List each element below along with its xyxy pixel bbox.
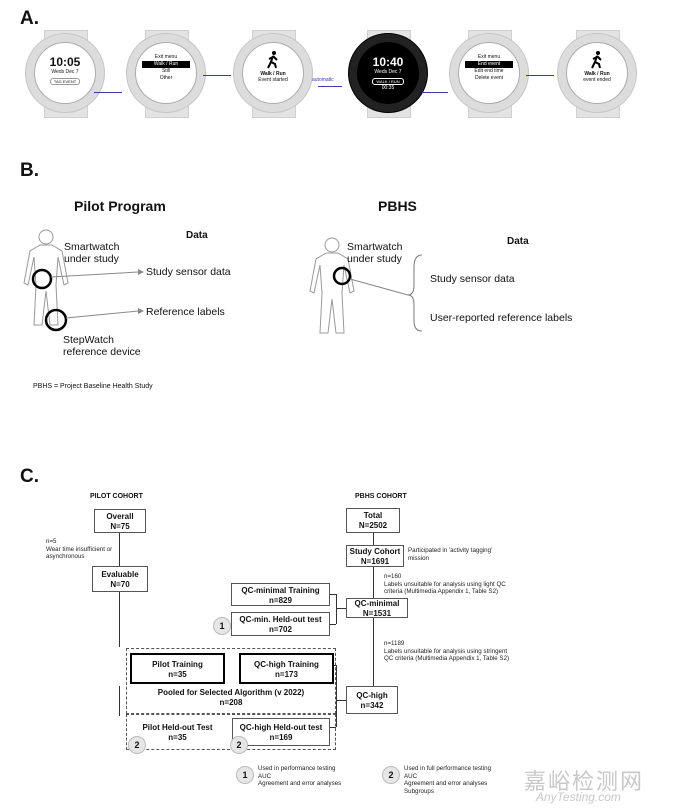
pbhs-smartwatch-label: Smartwatch under study bbox=[347, 241, 403, 265]
event-timer: 00:35 bbox=[381, 85, 395, 91]
legend-1-text: Used in performance testing AUC Agreemen… bbox=[258, 765, 342, 787]
watch-event-ended: Walk / Run event ended bbox=[554, 30, 640, 118]
watermark-en: AnyTesting.com bbox=[536, 790, 621, 804]
smartwatch-marker bbox=[332, 266, 352, 286]
menu-item[interactable]: Exit menu bbox=[154, 54, 178, 60]
activity-label: Walk / Run bbox=[260, 71, 286, 77]
exclusion-note-light-qc: n=160 Labels unsuitable for analysis usi… bbox=[384, 573, 506, 595]
pilot-data-header: Data bbox=[186, 230, 208, 241]
pilot-smartwatch-label: Smartwatch under study bbox=[64, 241, 120, 265]
study-cohort-note: Participated in 'activity tagging' missi… bbox=[408, 547, 493, 562]
human-figure-icon bbox=[23, 229, 69, 326]
legend-2-text: Used in full performance testing AUC Agr… bbox=[404, 765, 492, 795]
badge-1: 1 bbox=[213, 617, 231, 635]
arrow-4 bbox=[422, 92, 448, 93]
pilot-reference-labels: Reference labels bbox=[146, 306, 225, 318]
pbhs-reference-labels: User-reported reference labels bbox=[430, 312, 573, 324]
legend-badge-1: 1 bbox=[236, 766, 254, 784]
pilot-sensor-data: Study sensor data bbox=[146, 266, 231, 278]
menu-item[interactable]: Delete event bbox=[474, 75, 504, 81]
watermark-cn: 嘉峪检测网 bbox=[524, 770, 645, 795]
arrow-5 bbox=[526, 75, 554, 76]
badge-2: 2 bbox=[128, 736, 146, 754]
pbhs-sensor-data: Study sensor data bbox=[430, 273, 515, 285]
event-status: Event started bbox=[258, 77, 288, 83]
arrow-3 bbox=[318, 86, 342, 87]
menu-item[interactable]: Exit menu bbox=[477, 54, 501, 60]
section-b-label: B. bbox=[20, 160, 39, 181]
pooled-region bbox=[126, 648, 336, 714]
pbhs-footnote: PBHS = Project Baseline Health Study bbox=[33, 383, 153, 390]
section-a-label: A. bbox=[20, 8, 39, 29]
arrow-2 bbox=[203, 75, 231, 76]
pilot-figure bbox=[23, 229, 144, 332]
pilot-cohort-header: PILOT COHORT bbox=[90, 493, 143, 500]
walking-person-icon bbox=[591, 51, 602, 69]
pbhs-cohort-header: PBHS COHORT bbox=[355, 493, 407, 500]
watch-menu-end: Exit menu End event Edit end time Delete… bbox=[446, 30, 532, 118]
watch-running: 10:40 Weds Dec 7 WALK / RUN 00:35 bbox=[345, 30, 431, 118]
watch-date: Weds Dec 7 bbox=[374, 69, 402, 75]
watch-time: 10:40 bbox=[372, 55, 404, 69]
brace bbox=[407, 254, 423, 332]
pbhs-title: PBHS bbox=[378, 198, 417, 214]
stepwatch-marker bbox=[44, 308, 68, 332]
automatic-label: automatic bbox=[312, 77, 334, 83]
pbhs-data-header: Data bbox=[507, 236, 529, 247]
legend-badge-2: 2 bbox=[382, 766, 400, 784]
pooled-label: Pooled for Selected Algorithm (v 2022)n=… bbox=[157, 688, 305, 707]
walk-run-button[interactable]: WALK / RUN bbox=[372, 78, 404, 85]
watch-time: 10:05 bbox=[49, 55, 81, 69]
watch-tag-event: 10:05 Weds Dec 7 TAG EVENT bbox=[22, 30, 108, 118]
smartwatch-marker bbox=[31, 268, 53, 290]
watch-menu-start: Exit menu Walk / Run Still Other bbox=[123, 30, 209, 118]
menu-item[interactable]: Edit end time bbox=[474, 68, 504, 74]
walking-person-icon bbox=[267, 51, 278, 69]
arrow-1 bbox=[94, 92, 122, 93]
activity-label: Walk / Run bbox=[584, 71, 610, 77]
menu-item[interactable]: Still bbox=[161, 68, 171, 74]
menu-item-selected[interactable]: Walk / Run bbox=[142, 61, 190, 68]
event-status: event ended bbox=[583, 77, 611, 83]
tag-event-button[interactable]: TAG EVENT bbox=[49, 78, 81, 85]
human-figure-icon bbox=[309, 237, 355, 334]
exclusion-note-pilot: n=5 Wear time insufficient or asynchrono… bbox=[46, 538, 113, 560]
menu-item-selected[interactable]: End event bbox=[465, 61, 513, 68]
section-c-label: C. bbox=[20, 466, 39, 487]
stepwatch-label: StepWatch reference device bbox=[63, 334, 141, 358]
exclusion-note-stringent-qc: n=1189 Labels unsuitable for analysis us… bbox=[384, 640, 510, 662]
watch-date: Weds Dec 7 bbox=[51, 69, 79, 75]
pilot-program-title: Pilot Program bbox=[74, 198, 166, 214]
menu-item[interactable]: Other bbox=[159, 75, 173, 81]
pbhs-figure bbox=[309, 237, 423, 334]
badge-2: 2 bbox=[230, 736, 248, 754]
watch-event-started: Walk / Run Event started bbox=[230, 30, 316, 118]
